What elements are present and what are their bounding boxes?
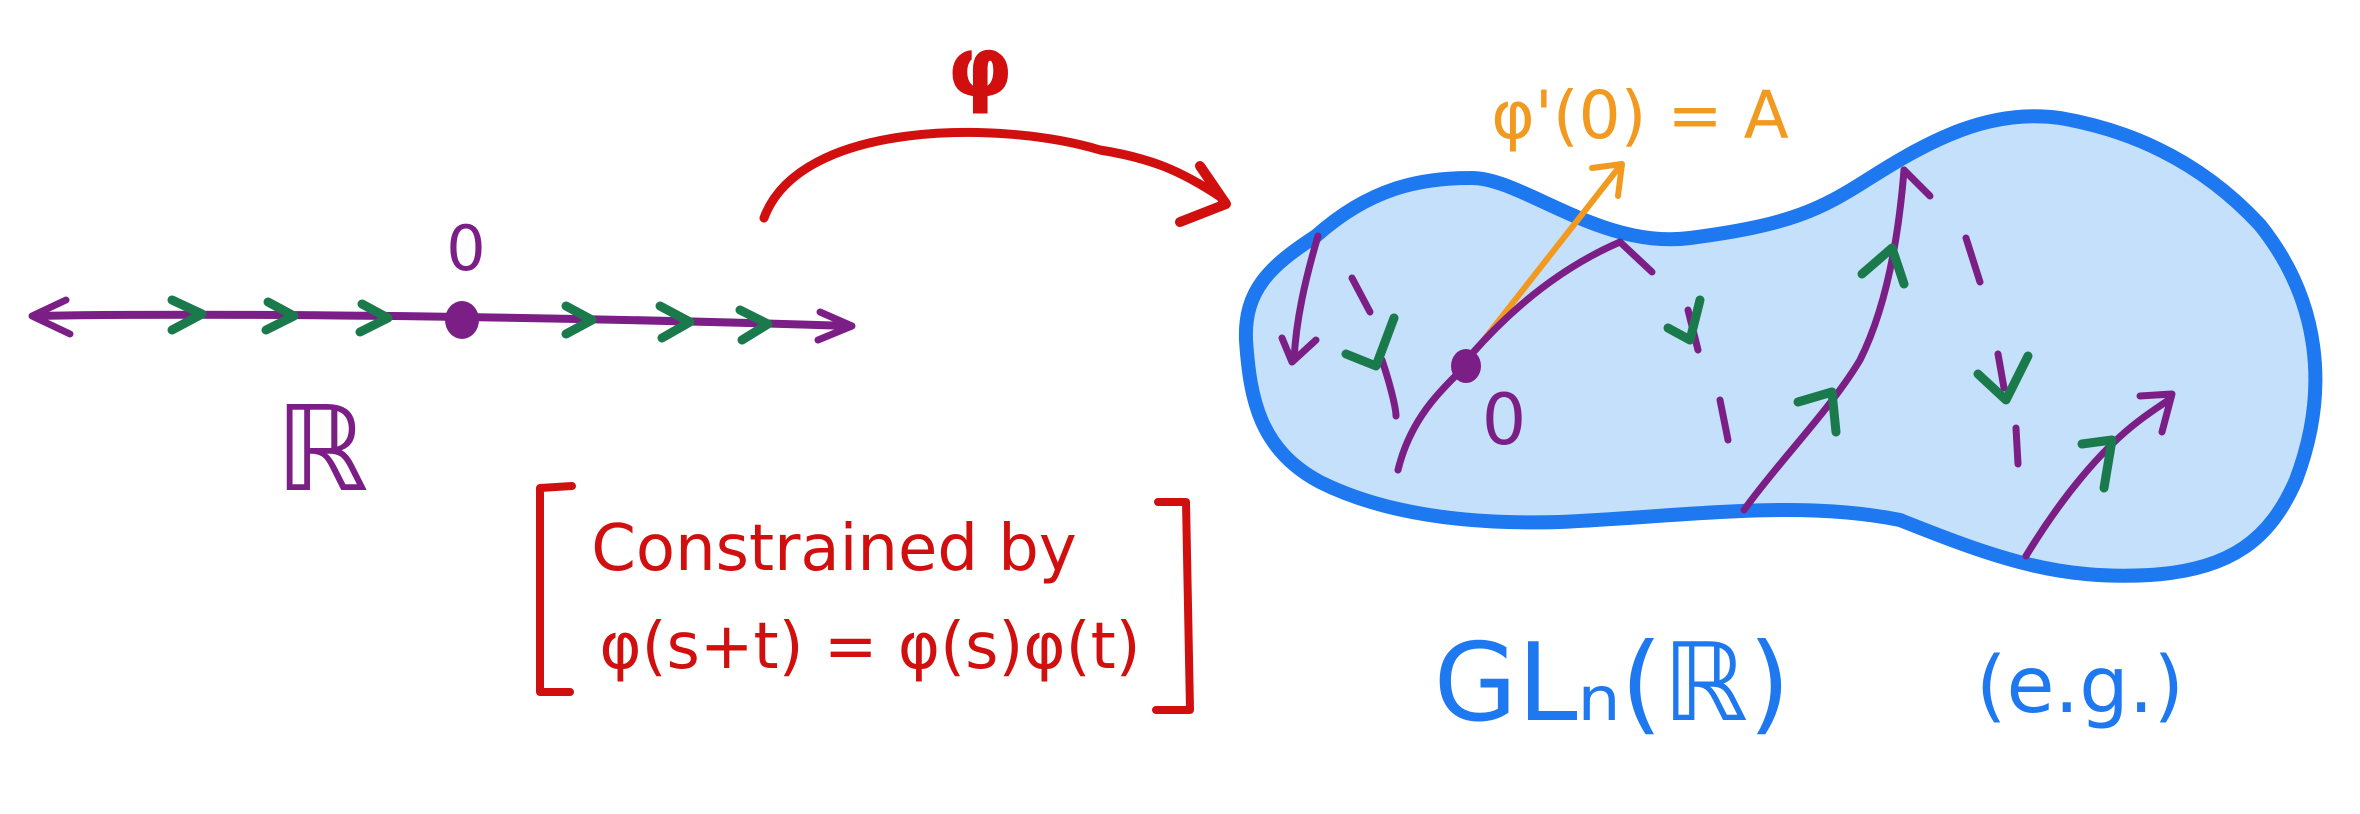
flow-chevron [1857, 243, 1909, 289]
curve-segment [1290, 232, 1322, 364]
constraint-line-2: φ(s+t) = φ(s)φ(t) [599, 610, 1140, 684]
flow-chevron [1341, 313, 1399, 371]
real-line-flow-arrows [167, 295, 773, 345]
curve-dash [1378, 356, 1400, 420]
curve-segment [1740, 166, 1908, 514]
left-bracket [536, 482, 576, 696]
real-line-label: ℝ [275, 380, 368, 518]
curve-dash [1994, 350, 2008, 392]
curve-dash [2012, 424, 2022, 468]
constraint-box: Constrained by φ(s+t) = φ(s)φ(t) [536, 482, 1194, 714]
constraint-line-1: Constrained by [591, 512, 1077, 586]
group-blob [1238, 109, 2323, 583]
curve-segment [2022, 394, 2174, 560]
subgroup-curves [1278, 166, 2176, 560]
real-line-axis [30, 310, 854, 330]
real-number-line: 0 ℝ [28, 212, 856, 518]
derivative-label: φ'(0) = A [1491, 77, 1789, 154]
curve-arrowhead [2136, 390, 2176, 436]
group-flow-arrows [1341, 243, 2117, 493]
flow-chevron [1663, 295, 1705, 345]
origin-label: 0 [446, 212, 485, 285]
map-arrowhead [1175, 161, 1231, 227]
group-region: φ'(0) = A [1238, 77, 2323, 583]
real-line-right-arrowhead [814, 308, 856, 344]
group-identity-point [1451, 349, 1481, 383]
curve-segment [1466, 238, 1624, 360]
curve-segment [1616, 238, 1656, 276]
flow-chevron [1793, 387, 1841, 437]
curve-arrowhead [1278, 334, 1320, 366]
phi-label: φ [947, 18, 1013, 116]
flow-chevron [655, 301, 695, 343]
flow-chevron [2077, 435, 2117, 493]
curve-dash [1348, 274, 1374, 316]
example-label: (e.g.) [1976, 641, 2184, 731]
real-line-left-arrowhead [28, 296, 74, 338]
origin-point [445, 301, 479, 339]
curve-dash [1962, 234, 1984, 286]
group-label: GLₙ(ℝ) [1434, 621, 1791, 746]
flow-chevron [167, 295, 207, 335]
group-origin-label: 0 [1482, 379, 1527, 461]
flow-chevron [261, 297, 299, 335]
curve-segment [1900, 166, 1934, 200]
tangent-arrowhead [1589, 161, 1625, 199]
curve-dash [1716, 396, 1732, 444]
right-bracket [1152, 498, 1194, 714]
flow-chevron [355, 299, 393, 337]
map-arrow [759, 128, 1227, 223]
flow-chevron [561, 301, 597, 339]
flow-chevron [1973, 351, 2033, 405]
map-phi: φ [759, 18, 1231, 227]
flow-chevron [735, 305, 773, 345]
